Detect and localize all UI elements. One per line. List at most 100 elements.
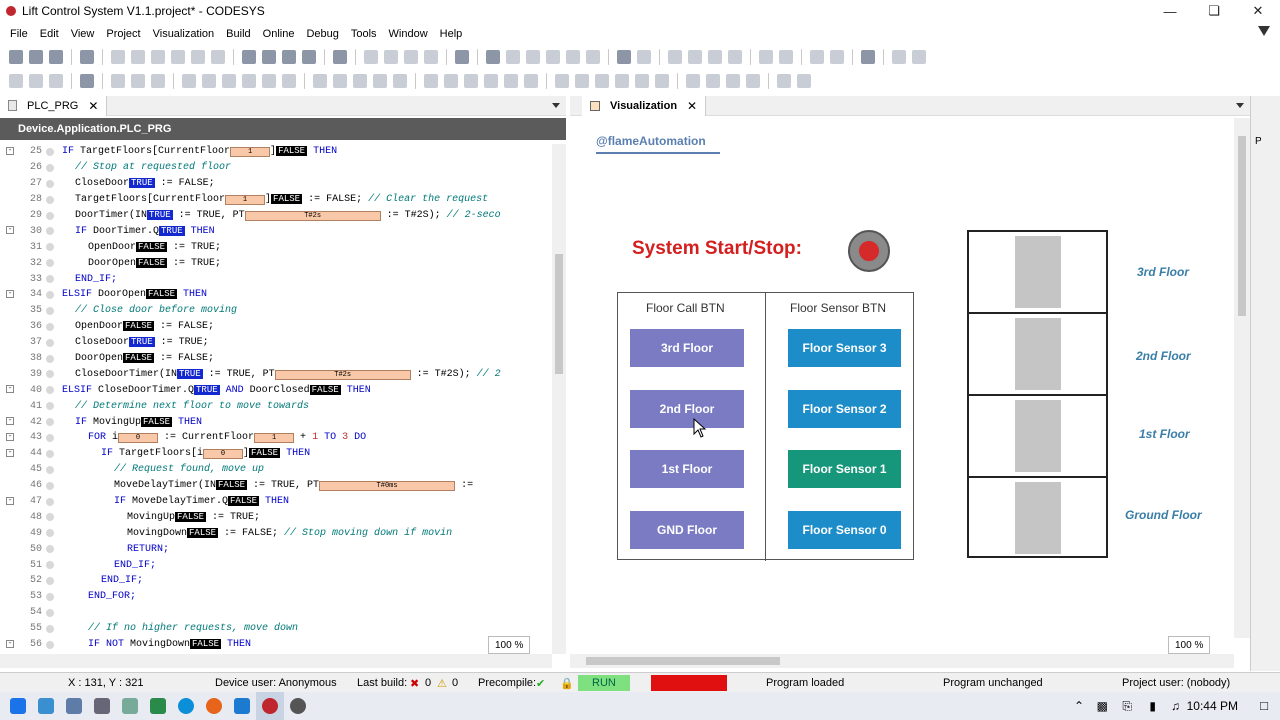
toolbar-button-icon[interactable] [302, 50, 316, 64]
toolbar-button-icon[interactable] [464, 74, 478, 88]
code-line[interactable]: 55// If no higher requests, move down [0, 621, 552, 637]
breakpoint-marker-icon[interactable] [46, 576, 54, 585]
notification-icon[interactable]: □ [1260, 698, 1268, 713]
toolbar-button-icon[interactable] [151, 74, 165, 88]
tray-chevron-icon[interactable]: ⌃ [1073, 699, 1084, 713]
editor-zoom[interactable]: 100 % [488, 636, 531, 654]
toolbar-button-icon[interactable] [655, 74, 669, 88]
toolbar-button-icon[interactable] [364, 50, 378, 64]
breakpoint-marker-icon[interactable] [46, 465, 54, 474]
toolbar-button-icon[interactable] [424, 74, 438, 88]
toolbar-button-icon[interactable] [353, 74, 367, 88]
toolbar-button-icon[interactable] [444, 74, 458, 88]
toolbar-button-icon[interactable] [211, 50, 225, 64]
menu-build[interactable]: Build [226, 28, 251, 40]
tray-battery-icon[interactable]: ▮ [1149, 699, 1156, 713]
toolbar-button-icon[interactable] [779, 50, 793, 64]
breakpoint-marker-icon[interactable] [46, 275, 54, 284]
fold-toggle-icon[interactable]: - [6, 416, 14, 426]
fold-toggle-icon[interactable]: - [6, 432, 14, 442]
code-line[interactable]: 54 [0, 605, 552, 621]
toolbar-button-icon[interactable] [595, 74, 609, 88]
fold-toggle-icon[interactable]: - [6, 495, 14, 505]
toolbar-button-icon[interactable] [111, 74, 125, 88]
breakpoint-marker-icon[interactable] [46, 481, 54, 490]
breakpoint-marker-icon[interactable] [46, 529, 54, 538]
toolbar-button-icon[interactable] [424, 50, 438, 64]
toolbar-button-icon[interactable] [708, 50, 722, 64]
menu-edit[interactable]: Edit [39, 28, 59, 40]
toolbar-button-icon[interactable] [262, 50, 276, 64]
toolbar-button-icon[interactable] [29, 74, 43, 88]
toolbar-button-icon[interactable] [222, 74, 236, 88]
toolbar-button-icon[interactable] [892, 50, 906, 64]
menu-project[interactable]: Project [106, 28, 141, 40]
keyboard-icon[interactable] [60, 692, 88, 720]
breakpoint-marker-icon[interactable] [46, 624, 54, 633]
filter-icon[interactable] [1258, 26, 1270, 36]
breakpoint-marker-icon[interactable] [46, 179, 54, 188]
breakpoint-marker-icon[interactable] [46, 640, 54, 649]
fold-toggle-icon[interactable]: - [6, 146, 14, 155]
tray-volume-icon[interactable]: ♫ [1171, 699, 1180, 713]
toolbar-button-icon[interactable] [282, 74, 296, 88]
toolbar-button-icon[interactable] [617, 50, 631, 64]
breakpoint-marker-icon[interactable] [46, 322, 54, 331]
breakpoint-marker-icon[interactable] [46, 513, 54, 522]
toolbar-button-icon[interactable] [546, 50, 560, 64]
toolbar-button-icon[interactable] [404, 50, 418, 64]
close-tab-icon[interactable]: ✕ [88, 98, 99, 113]
toolbar-button-icon[interactable] [637, 50, 651, 64]
menu-online[interactable]: Online [262, 28, 295, 40]
fold-toggle-icon[interactable]: - [6, 225, 14, 235]
paint-icon[interactable] [116, 692, 144, 720]
breakpoint-marker-icon[interactable] [46, 290, 54, 299]
toolbar-button-icon[interactable] [912, 50, 926, 64]
toolbar-button-icon[interactable] [524, 74, 538, 88]
fold-toggle-icon[interactable]: - [6, 638, 14, 648]
firefox-icon[interactable] [200, 692, 228, 720]
lock-icon[interactable]: 🔒 [560, 677, 574, 690]
notepad-icon[interactable] [144, 692, 172, 720]
code-line[interactable]: 45// Request found, move up [0, 462, 552, 478]
toolbar-button-icon[interactable] [555, 74, 569, 88]
toolbar-button-icon[interactable] [797, 74, 811, 88]
toolbar-button-icon[interactable] [393, 74, 407, 88]
breakpoint-marker-icon[interactable] [46, 433, 54, 442]
toolbar-button-icon[interactable] [373, 74, 387, 88]
toolbar-button-icon[interactable] [728, 50, 742, 64]
toolbar-button-icon[interactable] [668, 50, 682, 64]
close-button[interactable]: ✕ [1252, 3, 1264, 18]
code-line[interactable]: 35// Close door before moving [0, 303, 552, 319]
tab-dropdown-icon[interactable] [552, 103, 560, 108]
tray-network-icon[interactable]: ⎘ [1122, 699, 1132, 713]
breakpoint-marker-icon[interactable] [46, 195, 54, 204]
close-tab-icon[interactable]: ✕ [687, 98, 698, 113]
toolbar-button-icon[interactable] [313, 74, 327, 88]
breakpoint-marker-icon[interactable] [46, 227, 54, 236]
code-line[interactable]: 41// Determine next floor to move toward… [0, 398, 552, 414]
breakpoint-marker-icon[interactable] [46, 497, 54, 506]
toolbar-button-icon[interactable] [688, 50, 702, 64]
toolbar-button-icon[interactable] [615, 74, 629, 88]
toolbar-button-icon[interactable] [333, 74, 347, 88]
vscode-icon[interactable] [228, 692, 256, 720]
call-gnd-floor-button[interactable]: GND Floor [630, 511, 744, 549]
breakpoint-marker-icon[interactable] [46, 592, 54, 601]
toolbar-button-icon[interactable] [333, 50, 347, 64]
call-1st-floor-button[interactable]: 1st Floor [630, 450, 744, 488]
toolbar-button-icon[interactable] [575, 74, 589, 88]
fold-toggle-icon[interactable]: - [6, 384, 14, 394]
floor-sensor-3-button[interactable]: Floor Sensor 3 [788, 329, 901, 367]
